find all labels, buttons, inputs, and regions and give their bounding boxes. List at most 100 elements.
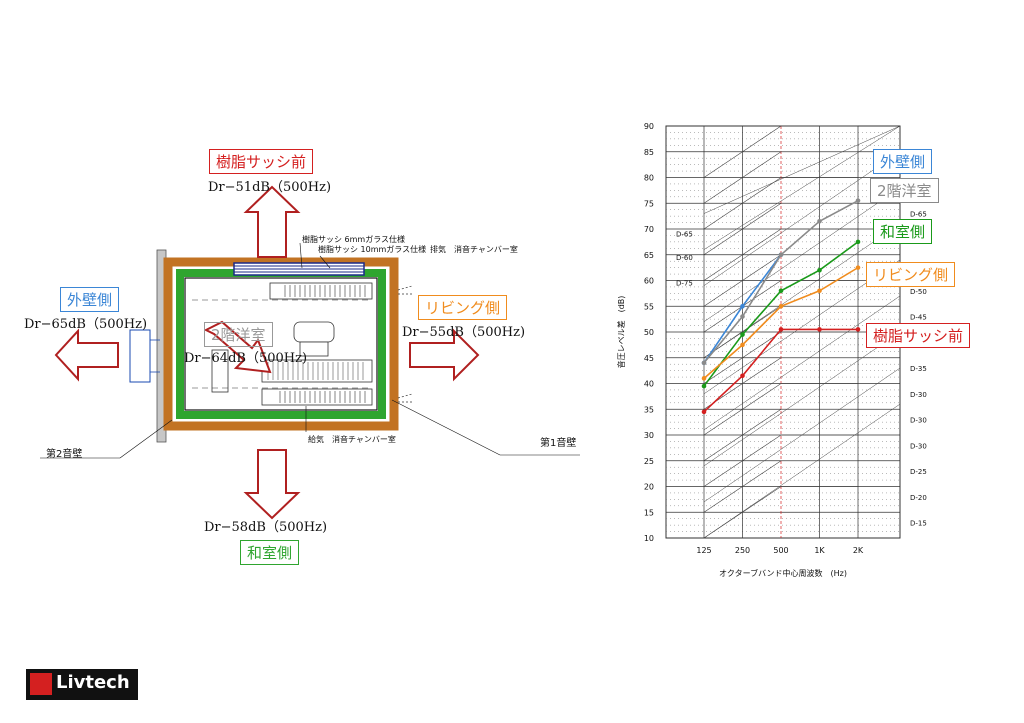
note-sash-10mm: 樹脂サッシ 10mmガラス仕様 — [318, 245, 427, 254]
d-curve-label: D-25 — [910, 468, 927, 476]
y-tick-label: 55 — [644, 302, 654, 311]
reference-curve — [703, 383, 858, 436]
reference-curve — [703, 403, 901, 539]
x-tick-label: 2K — [853, 546, 864, 555]
series-point — [855, 265, 861, 270]
y-tick-label: 85 — [644, 148, 654, 157]
second-sound-wall — [163, 257, 399, 431]
reference-curve — [703, 486, 858, 539]
label-resin-sash-front: 樹脂サッシ前 — [209, 149, 314, 174]
y-tick-label: 75 — [644, 199, 654, 208]
reference-curve — [703, 228, 858, 281]
series-point — [701, 360, 707, 366]
floor-plan-diagram — [40, 185, 580, 520]
series-point — [778, 303, 784, 309]
x-tick-label: 125 — [696, 546, 711, 555]
reference-curve — [703, 125, 901, 250]
series-point — [778, 327, 784, 332]
series-point — [778, 252, 784, 258]
series-point — [740, 332, 745, 337]
exhaust-chamber — [269, 282, 373, 300]
legend-living: リビング側 — [866, 262, 956, 287]
note-first-wall: 第1音壁 — [540, 438, 577, 449]
d-curve-label: D-60 — [676, 254, 693, 262]
y-tick-label: 30 — [644, 431, 654, 440]
series-point — [855, 239, 861, 245]
d-curve-label: D-75 — [676, 280, 693, 288]
y-axis-title: 音圧レベル差 (dB) — [616, 296, 626, 369]
d-curve-label: D-30 — [910, 417, 927, 425]
series-point — [740, 373, 745, 379]
series-point — [855, 198, 861, 203]
note-exhaust: 排気 消音チャンバー室 — [430, 245, 518, 254]
series-point — [817, 288, 822, 294]
d-curve-label: D-15 — [910, 520, 927, 528]
reference-curve — [703, 331, 858, 384]
x-tick-label: 500 — [773, 546, 788, 555]
legend-japanese-room: 和室側 — [873, 219, 933, 244]
arrow-down — [243, 449, 301, 520]
d-curve-label: D-35 — [910, 365, 927, 373]
arrow-center — [203, 320, 272, 374]
y-tick-label: 65 — [644, 251, 654, 260]
livtech-logo: Livtech — [26, 669, 138, 700]
reference-curve — [703, 331, 901, 467]
outdoor-unit — [129, 329, 151, 383]
d-curve-label: D-50 — [910, 288, 927, 296]
x-tick-label: 250 — [735, 546, 750, 555]
reference-curve — [703, 223, 901, 358]
note-second-wall: 第2音壁 — [46, 449, 83, 460]
logo-mark-icon — [30, 673, 52, 695]
reference-curve — [703, 434, 858, 487]
y-tick-label: 45 — [644, 354, 654, 363]
y-tick-label: 35 — [644, 405, 654, 414]
y-tick-label: 90 — [644, 122, 654, 131]
reference-curve — [703, 367, 901, 503]
y-tick-label: 15 — [644, 508, 654, 517]
reference-curve — [703, 125, 858, 178]
note-supply: 給気 消音チャンバー室 — [308, 435, 396, 444]
reference-curve — [703, 280, 858, 333]
value-japanese-room-side: Dr−58dB（500Hz) — [204, 520, 328, 535]
series-point — [817, 218, 822, 224]
series-point — [701, 376, 707, 381]
series-point — [701, 383, 707, 389]
y-tick-label: 60 — [644, 277, 654, 286]
x-axis-title: オクターブバンド中心周波数 (Hz) — [719, 568, 847, 578]
reference-curve — [703, 460, 858, 513]
legend-exterior-wall: 外壁側 — [873, 149, 933, 174]
y-tick-label: 10 — [644, 534, 654, 543]
d-curve-label: D-30 — [910, 391, 927, 399]
y-tick-label: 80 — [644, 174, 654, 183]
reference-curve — [703, 177, 858, 230]
y-tick-label: 50 — [644, 328, 654, 337]
reference-curve — [703, 151, 901, 286]
arrow-up — [243, 185, 301, 258]
series-point — [740, 314, 745, 319]
arrow-left — [54, 328, 119, 382]
series-point — [778, 288, 784, 294]
x-tick-label: 1K — [814, 546, 825, 555]
reference-curve — [703, 295, 901, 431]
series-point — [817, 267, 822, 273]
y-tick-label: 70 — [644, 225, 654, 234]
d-curve-label: D-30 — [910, 442, 927, 450]
y-tick-label: 25 — [644, 457, 654, 466]
series-point — [740, 342, 745, 348]
supply-chamber — [261, 388, 373, 406]
legend-2f-western-room: 2階洋室 — [870, 178, 939, 203]
reference-curve — [703, 408, 858, 461]
reference-curve — [703, 125, 901, 214]
logo-text: Livtech — [56, 672, 130, 693]
label-2f-western-room: 2階洋室 — [204, 322, 273, 347]
reference-curve — [703, 187, 901, 322]
series-point — [855, 327, 861, 332]
reference-curve — [703, 151, 858, 204]
d-curve-label: D-65 — [910, 211, 927, 219]
arrow-right — [409, 328, 480, 382]
d-curve-label: D-65 — [676, 231, 693, 239]
label-exterior-wall-side: 外壁側 — [60, 287, 120, 312]
series-point — [701, 409, 707, 415]
y-tick-label: 40 — [644, 380, 654, 389]
